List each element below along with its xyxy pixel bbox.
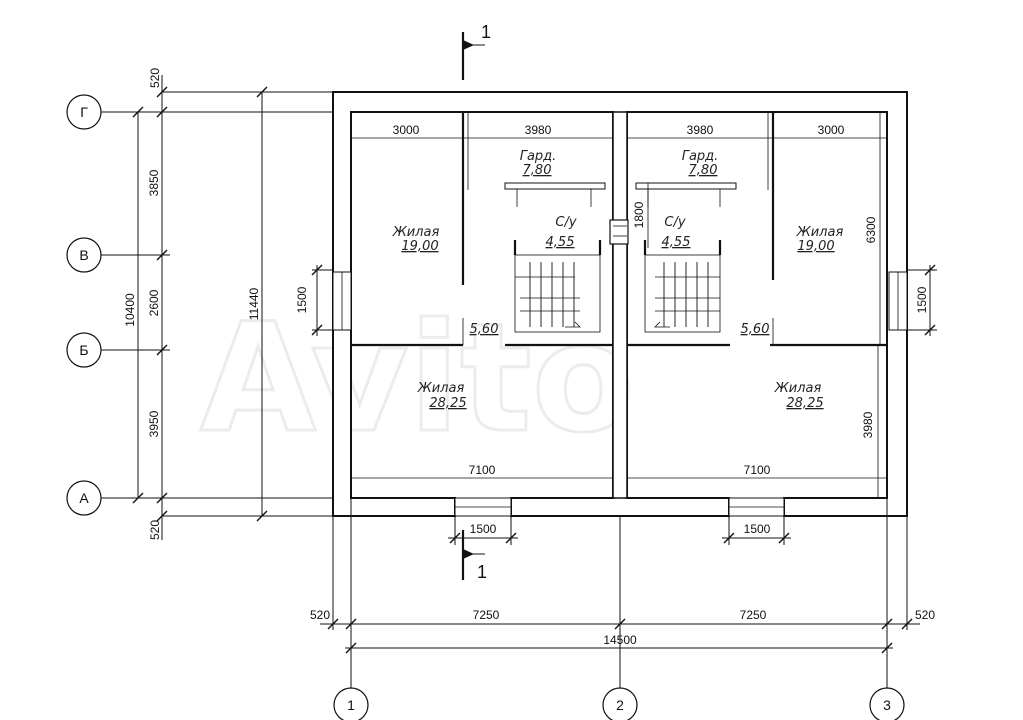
dim-right-big-width: 7100: [744, 463, 771, 477]
section-label-top: 1: [481, 22, 491, 42]
axis-row-b: Б: [66, 332, 120, 368]
axis-label-v: В: [79, 247, 88, 263]
room-area-left-hall: 5,60: [470, 322, 499, 337]
left-dimension-chains: 520 3850 2600 3950 520 10400 11440 1500: [120, 68, 333, 540]
dim-left-big-width: 7100: [469, 463, 496, 477]
dim-right-upper: 6300: [864, 216, 878, 243]
axis-label-a: А: [79, 490, 89, 506]
axis-label-2: 2: [616, 697, 624, 713]
axis-col-1: 1: [333, 660, 369, 720]
dim-right-room-width: 3000: [818, 123, 845, 137]
room-name-right-bath: С/у: [664, 215, 685, 230]
dim-g-to-v: 3850: [147, 169, 161, 196]
room-area-right-hall: 5,60: [741, 322, 770, 337]
room-area-right-wardrobe: 7,80: [689, 163, 718, 178]
axis-label-3: 3: [883, 697, 891, 713]
axis-col-2: 2: [602, 660, 638, 720]
section-label-bottom: 1: [477, 562, 487, 582]
axis-row-g: Г: [66, 94, 120, 130]
dim-v-to-b: 2600: [147, 289, 161, 316]
axis-label-g: Г: [80, 104, 88, 120]
axis-row-a: А: [66, 480, 120, 516]
room-area-right-living-small: 19,00: [797, 239, 834, 254]
party-wall: [612, 111, 628, 499]
room-area-right-living-big: 28,25: [786, 396, 823, 411]
stair-right: [644, 254, 721, 333]
room-name-left-living-big: Жилая: [417, 381, 465, 396]
room-name-left-wardrobe: Гард.: [520, 149, 557, 164]
room-name-left-bath: С/у: [555, 215, 576, 230]
dim-total-axes: 10400: [123, 293, 137, 327]
dim-b-to-a: 3950: [147, 410, 161, 437]
axis-label-1: 1: [347, 697, 355, 713]
stair-left: [514, 254, 601, 333]
partitions: [351, 112, 887, 479]
dim-left-mid-width: 3980: [525, 123, 552, 137]
dim-top-offset: 520: [148, 68, 162, 88]
section-mark-top: 1: [461, 22, 491, 80]
room-name-right-living-big: Жилая: [774, 381, 822, 396]
room-name-left-living-small: Жилая: [392, 225, 440, 240]
dim-span-2-3: 7250: [740, 608, 767, 622]
room-labels: Жилая 19,00 Гард. 7,80 С/у 4,55 5,60 Жил…: [392, 149, 844, 411]
dim-total-overall: 11440: [247, 287, 261, 320]
walls: [332, 91, 908, 517]
right-dimension-chain: 1500: [907, 264, 937, 336]
dim-left-room-width: 3000: [393, 123, 420, 137]
dim-bottom-right-offset: 520: [915, 608, 935, 622]
dim-stair-gap: 1800: [632, 201, 646, 228]
dim-right-mid-width: 3980: [687, 123, 714, 137]
interior-dimensions: 3000 3980 3980 3000 1800 7100 7100 6300 …: [393, 112, 881, 498]
room-area-left-bath: 4,55: [546, 235, 575, 250]
bottom-dimension-chains: 520 7250 7250 520 14500 1500 1500: [310, 498, 935, 660]
watermark-logo: Avito: [200, 292, 635, 466]
dim-bottom-offset: 520: [148, 520, 162, 540]
dim-total-width: 14500: [603, 633, 637, 647]
axis-row-v: В: [66, 237, 120, 273]
dim-right-lower: 3980: [861, 411, 875, 438]
dim-bottom-right-window: 1500: [744, 522, 771, 536]
room-area-left-wardrobe: 7,80: [523, 163, 552, 178]
room-name-right-living-small: Жилая: [796, 225, 844, 240]
axis-label-b: Б: [79, 342, 88, 358]
vent-shaft: [609, 219, 629, 245]
dim-span-1-2: 7250: [473, 608, 500, 622]
dim-right-window: 1500: [915, 286, 929, 313]
room-name-right-wardrobe: Гард.: [682, 149, 719, 164]
dim-bottom-left-window: 1500: [470, 522, 497, 536]
room-area-right-bath: 4,55: [662, 235, 691, 250]
room-area-left-living-big: 28,25: [429, 396, 466, 411]
dim-bottom-left-offset: 520: [310, 608, 330, 622]
dim-left-window: 1500: [295, 286, 309, 313]
axis-col-3: 3: [869, 660, 905, 720]
room-area-left-living-small: 19,00: [401, 239, 438, 254]
section-mark-bottom: 1: [461, 530, 487, 582]
